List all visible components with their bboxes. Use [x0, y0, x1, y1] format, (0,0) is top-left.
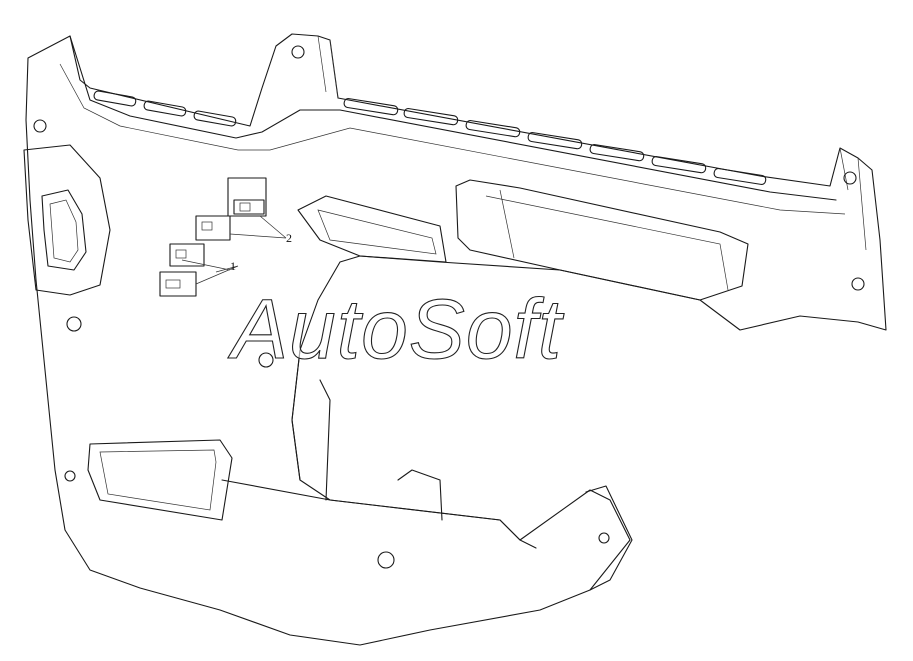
knee-pocket: [87, 439, 233, 521]
callout-label-1: 1: [230, 259, 236, 273]
panel-outline: [25, 33, 887, 646]
left-side-cover-slot: [41, 189, 87, 271]
vent-slots-left: [93, 90, 237, 127]
upper-ridge-inner: [59, 63, 846, 215]
vent-slots-right: [343, 98, 767, 185]
left-side-cover: [23, 144, 111, 296]
right-lower-flange: [585, 485, 633, 591]
storage-tray: [297, 195, 447, 263]
watermark-text: AutoSoft: [227, 282, 565, 376]
callout-leader-1: [181, 259, 239, 285]
center-duct: [455, 179, 749, 301]
rear-ridge: [317, 35, 867, 251]
callout-label-2: 2: [286, 231, 292, 245]
mounting-holes: [33, 45, 865, 569]
center-support: [319, 379, 443, 521]
callout-leader-2: [229, 215, 287, 239]
switch-cluster: [159, 177, 267, 297]
lower-step: [221, 349, 537, 549]
upper-ridge: [69, 35, 837, 201]
